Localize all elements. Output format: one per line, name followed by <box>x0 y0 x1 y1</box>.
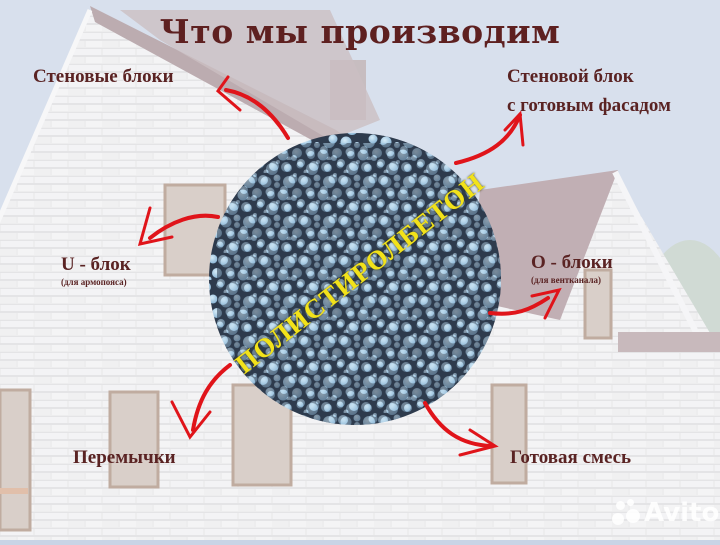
product-facade-block-line2: с готовым фасадом <box>507 95 671 116</box>
product-o-blocks-note: (для вентканала) <box>531 275 602 285</box>
polystyrene-concrete-texture <box>209 133 501 425</box>
product-lintels: Перемычки <box>73 447 176 468</box>
page-title: Что мы производим <box>159 12 561 51</box>
arrows <box>137 75 562 457</box>
product-u-block-note: (для армопояса) <box>61 277 127 287</box>
avito-watermark: Avito <box>612 498 719 528</box>
product-wall-blocks: Стеновые блоки <box>33 66 174 87</box>
avito-watermark-text: Avito <box>644 498 720 528</box>
product-u-block: U - блок <box>61 254 131 275</box>
product-facade-block-line1: Стеновой блок <box>507 66 634 87</box>
product-o-blocks: О - блоки <box>531 252 613 273</box>
avito-dots-icon <box>612 499 640 527</box>
product-ready-mix: Готовая смесь <box>510 447 632 468</box>
